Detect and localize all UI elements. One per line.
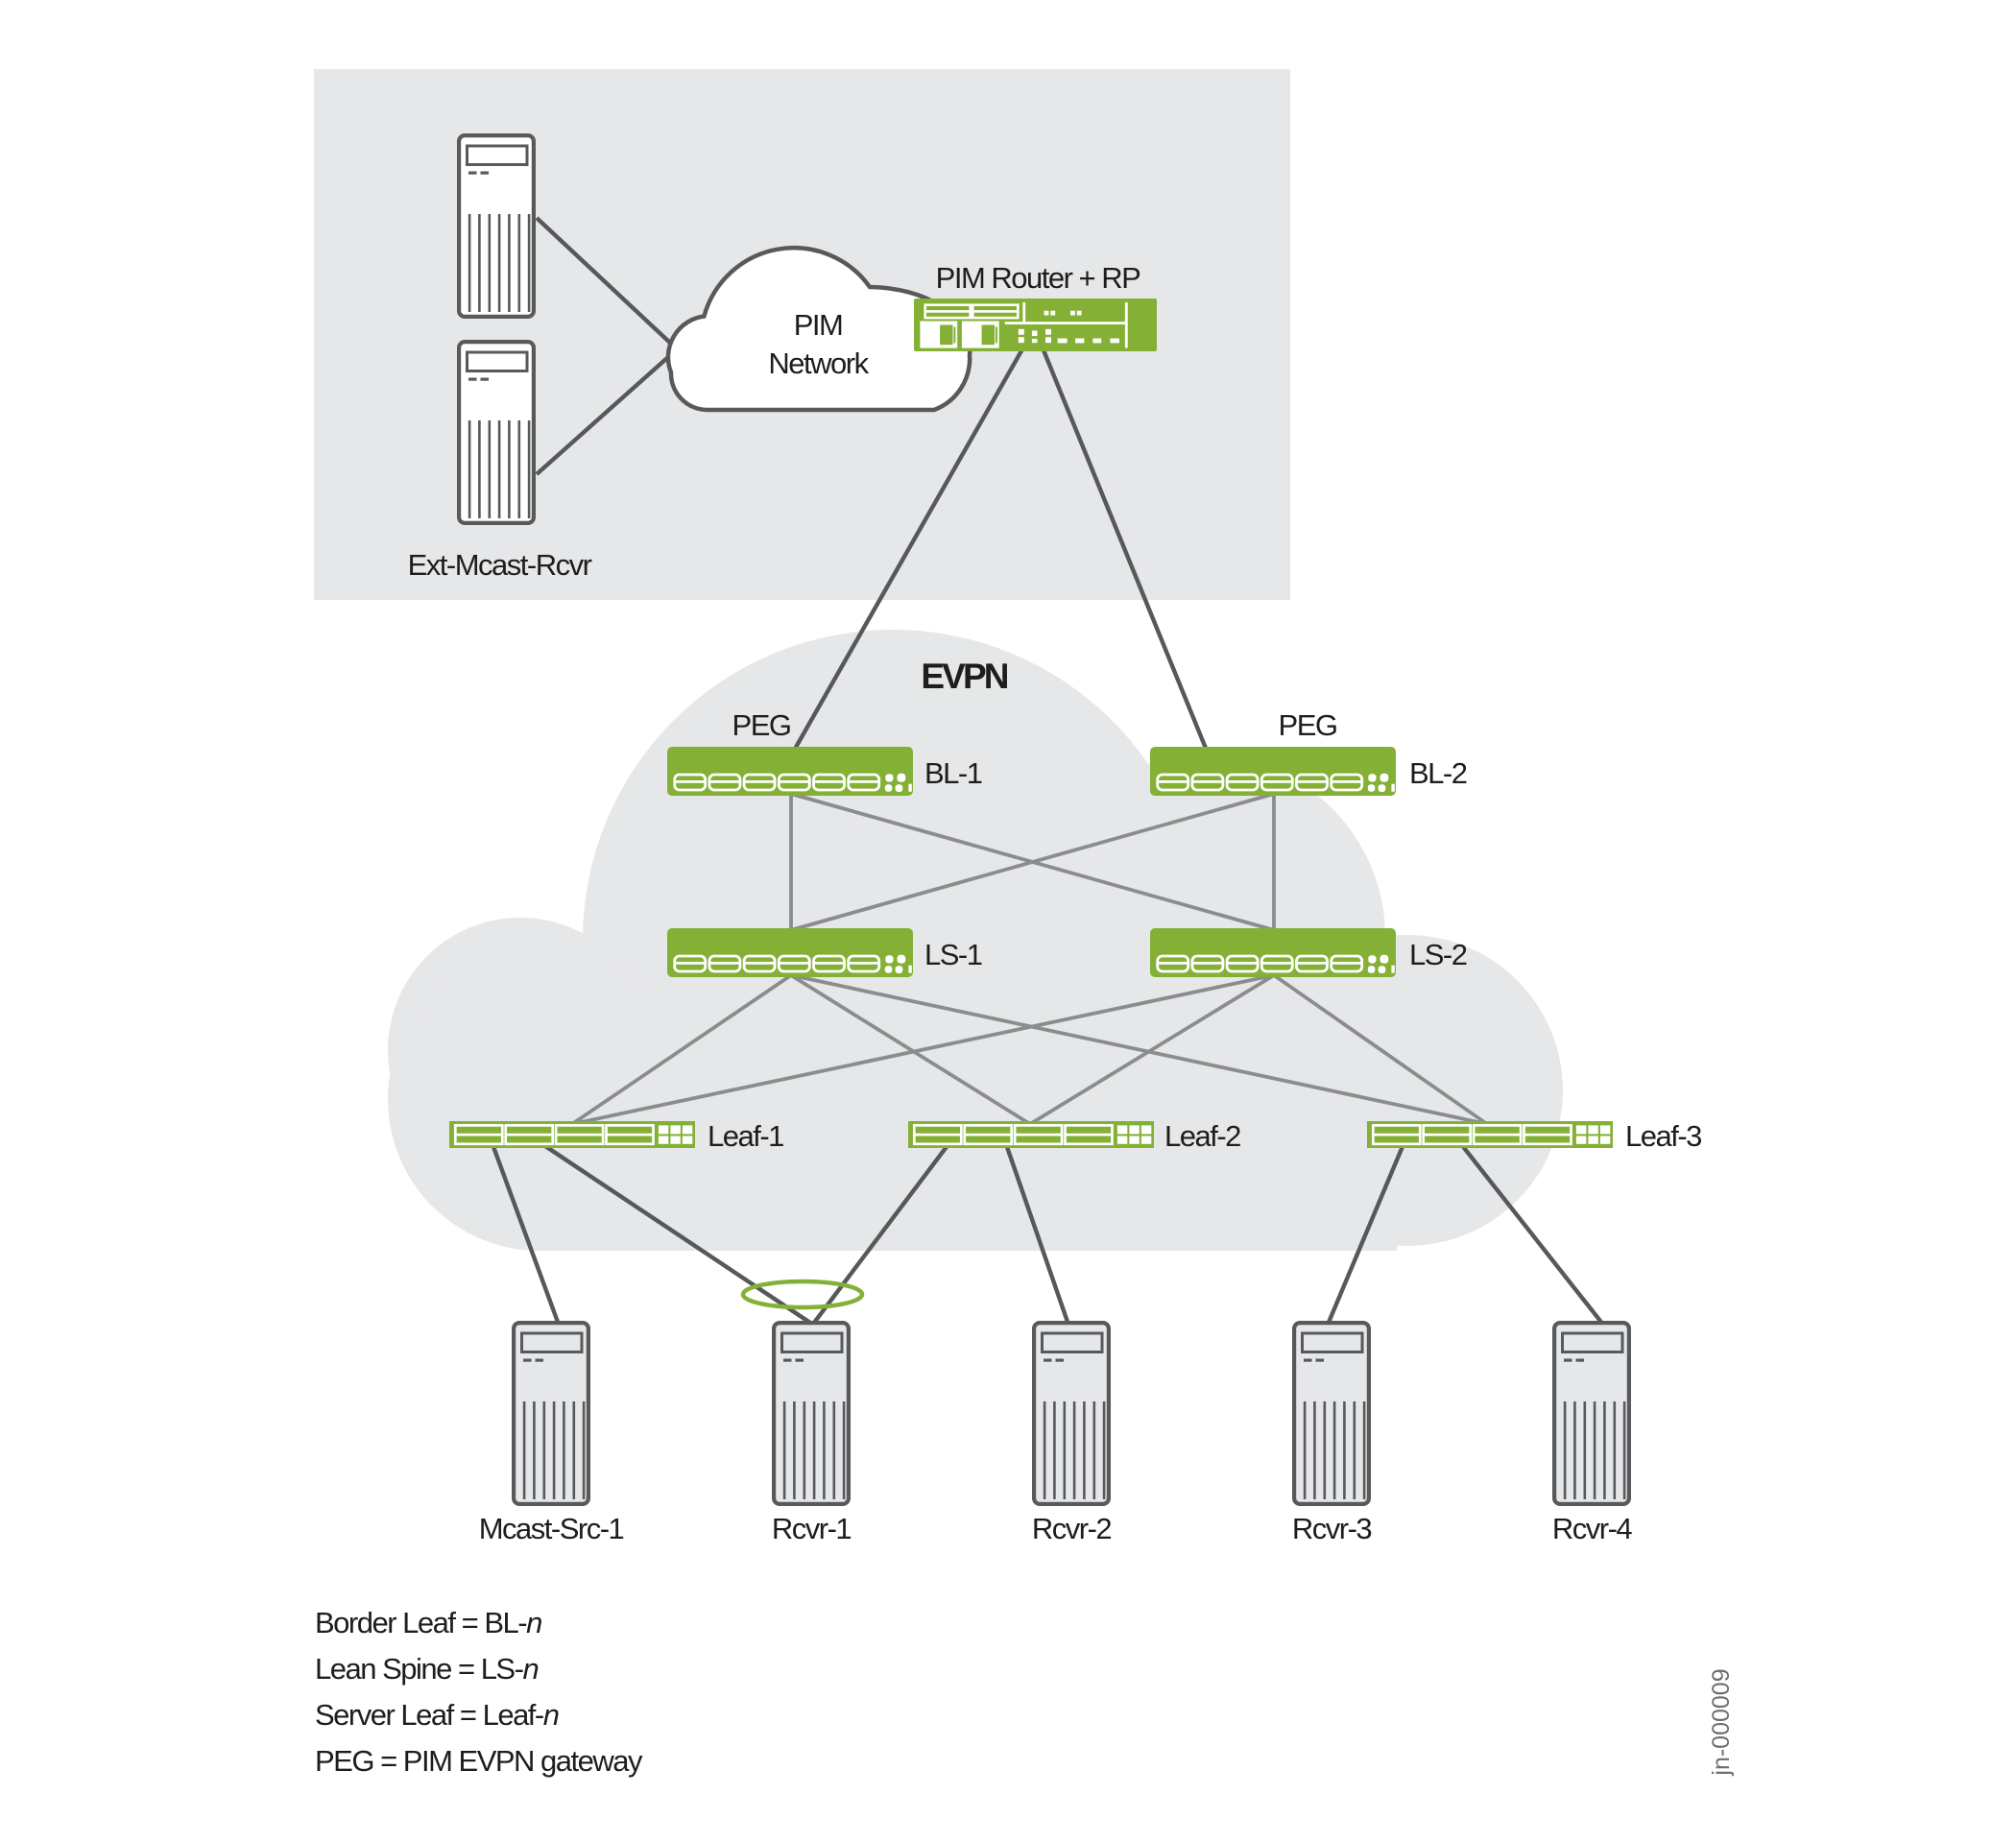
- svg-text:Rcvr-1: Rcvr-1: [772, 1512, 852, 1545]
- svg-text:Mcast-Src-1: Mcast-Src-1: [479, 1512, 624, 1545]
- svg-text:PIM Router + RP: PIM Router + RP: [936, 261, 1140, 295]
- svg-text:Leaf-2: Leaf-2: [1164, 1119, 1240, 1153]
- svg-text:Border Leaf = BL-n: Border Leaf = BL-n: [315, 1606, 541, 1639]
- svg-text:Ext-Mcast-Rcvr: Ext-Mcast-Rcvr: [408, 548, 592, 582]
- svg-text:Rcvr-3: Rcvr-3: [1292, 1512, 1372, 1545]
- svg-text:Rcvr-2: Rcvr-2: [1032, 1512, 1112, 1545]
- svg-text:EVPN: EVPN: [921, 657, 1007, 696]
- svg-text:Server Leaf = Leaf-n: Server Leaf = Leaf-n: [315, 1698, 559, 1732]
- svg-text:Network: Network: [768, 347, 869, 380]
- svg-text:Leaf-1: Leaf-1: [708, 1119, 783, 1153]
- svg-text:PEG: PEG: [1279, 708, 1337, 742]
- svg-text:LS-2: LS-2: [1409, 938, 1467, 971]
- svg-text:jn-000009: jn-000009: [1708, 1668, 1735, 1776]
- svg-text:Leaf-3: Leaf-3: [1625, 1119, 1701, 1153]
- svg-text:Rcvr-4: Rcvr-4: [1552, 1512, 1633, 1545]
- svg-text:BL-2: BL-2: [1409, 756, 1467, 790]
- svg-text:Lean Spine = LS-n: Lean Spine = LS-n: [315, 1652, 538, 1686]
- svg-text:LS-1: LS-1: [924, 938, 982, 971]
- svg-text:PEG: PEG: [732, 708, 791, 742]
- svg-text:PEG = PIM EVPN gateway: PEG = PIM EVPN gateway: [315, 1744, 643, 1778]
- svg-text:PIM: PIM: [794, 308, 843, 342]
- svg-text:BL-1: BL-1: [924, 756, 982, 790]
